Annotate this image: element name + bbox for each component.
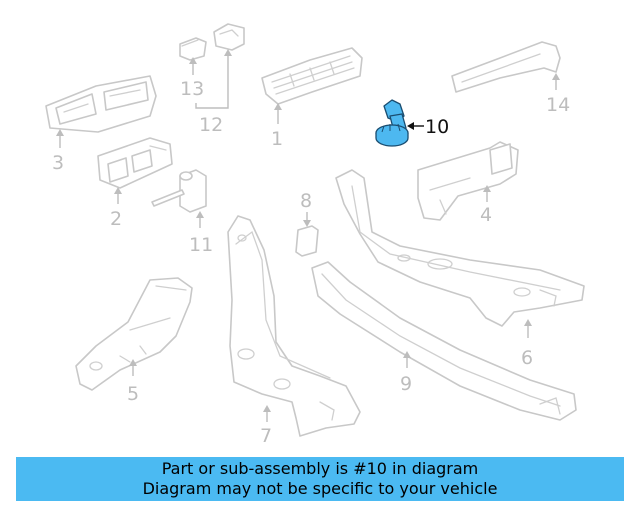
callout-1: 1: [271, 128, 283, 150]
info-banner: Part or sub-assembly is #10 in diagram D…: [16, 457, 624, 501]
part-4-bracket: [417, 141, 519, 221]
banner-line-2: Diagram may not be specific to your vehi…: [142, 479, 498, 498]
callout-8: 8: [300, 190, 312, 212]
part-13-clip: [179, 37, 207, 61]
parts-diagram: 13 12 3 1 14 10: [45, 23, 585, 447]
part-7-support-bracket: [227, 215, 361, 437]
part-12-connector: [213, 23, 245, 51]
part-11-sensor: [151, 169, 207, 213]
callout-4: 4: [480, 204, 492, 226]
part-2-vent: [97, 137, 173, 189]
callout-6: 6: [521, 347, 533, 369]
callout-14: 14: [546, 94, 570, 116]
part-3-dash-vent: [45, 75, 157, 133]
callout-11: 11: [189, 234, 213, 256]
callout-9: 9: [400, 373, 412, 395]
callout-10: 10: [425, 116, 449, 138]
part-8-clip: [295, 225, 319, 257]
callout-5: 5: [127, 383, 139, 405]
callout-3: 3: [52, 152, 64, 174]
callout-13: 13: [180, 78, 204, 100]
banner-line-1: Part or sub-assembly is #10 in diagram: [161, 459, 479, 478]
callout-2: 2: [110, 208, 122, 230]
callout-7: 7: [260, 425, 272, 447]
part-6-duct: [335, 169, 585, 327]
part-9-floor-duct: [311, 261, 577, 421]
part-10-sensor: [375, 99, 409, 147]
part-14-duct: [451, 41, 561, 93]
callout-12: 12: [199, 114, 223, 136]
part-1-defroster-grille: [261, 47, 363, 105]
part-5-side-duct: [75, 277, 193, 391]
